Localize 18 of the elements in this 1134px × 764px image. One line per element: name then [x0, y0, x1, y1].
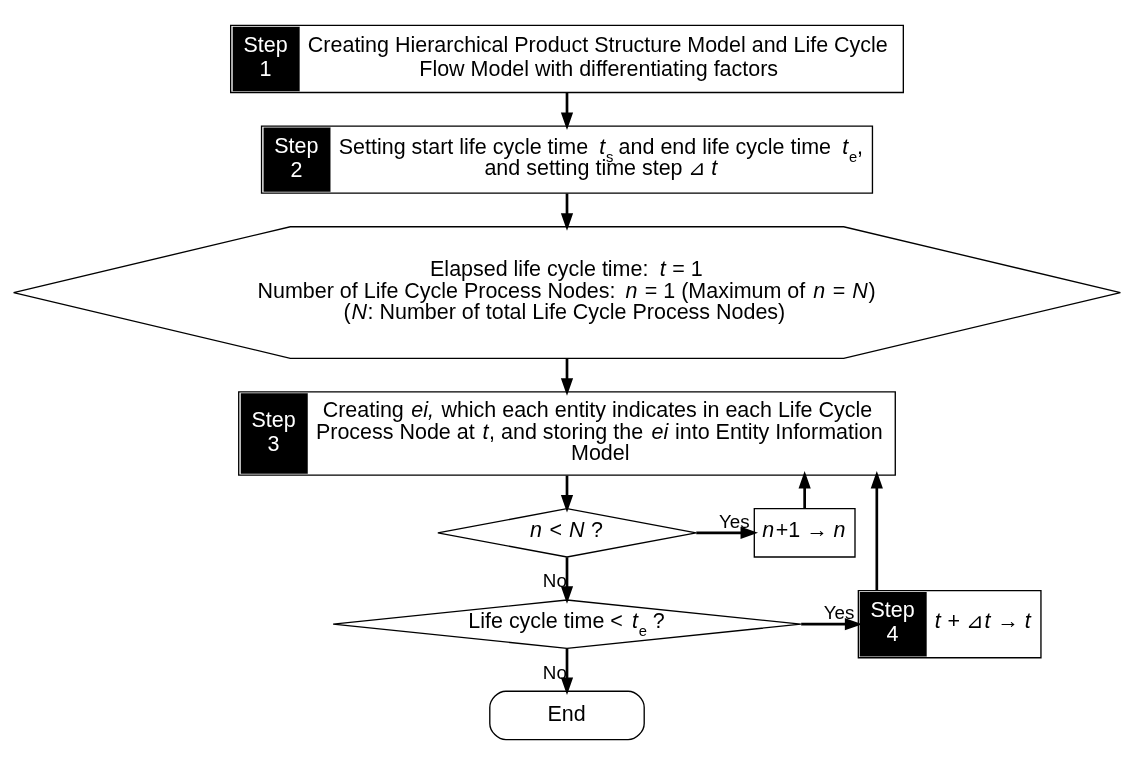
arrow	[560, 193, 574, 231]
edge-label: No	[542, 661, 567, 683]
node-box: End	[489, 690, 645, 740]
node-diamond: Life cycle time < t$_{e}$ ?	[332, 598, 802, 649]
arrow	[798, 470, 811, 508]
node-diamond: n < N ?	[437, 507, 697, 558]
arrow	[560, 648, 574, 695]
arrow	[560, 475, 574, 513]
edge-label: No	[542, 569, 567, 591]
arrow	[801, 617, 863, 630]
arrow	[560, 358, 574, 396]
arrow	[696, 526, 758, 539]
arrow	[560, 556, 574, 604]
arrow	[870, 470, 883, 590]
edge-label: Yes	[823, 601, 855, 623]
node-box: n+1 → n	[753, 507, 856, 558]
arrow	[560, 92, 574, 130]
edge-label: Yes	[719, 510, 750, 532]
